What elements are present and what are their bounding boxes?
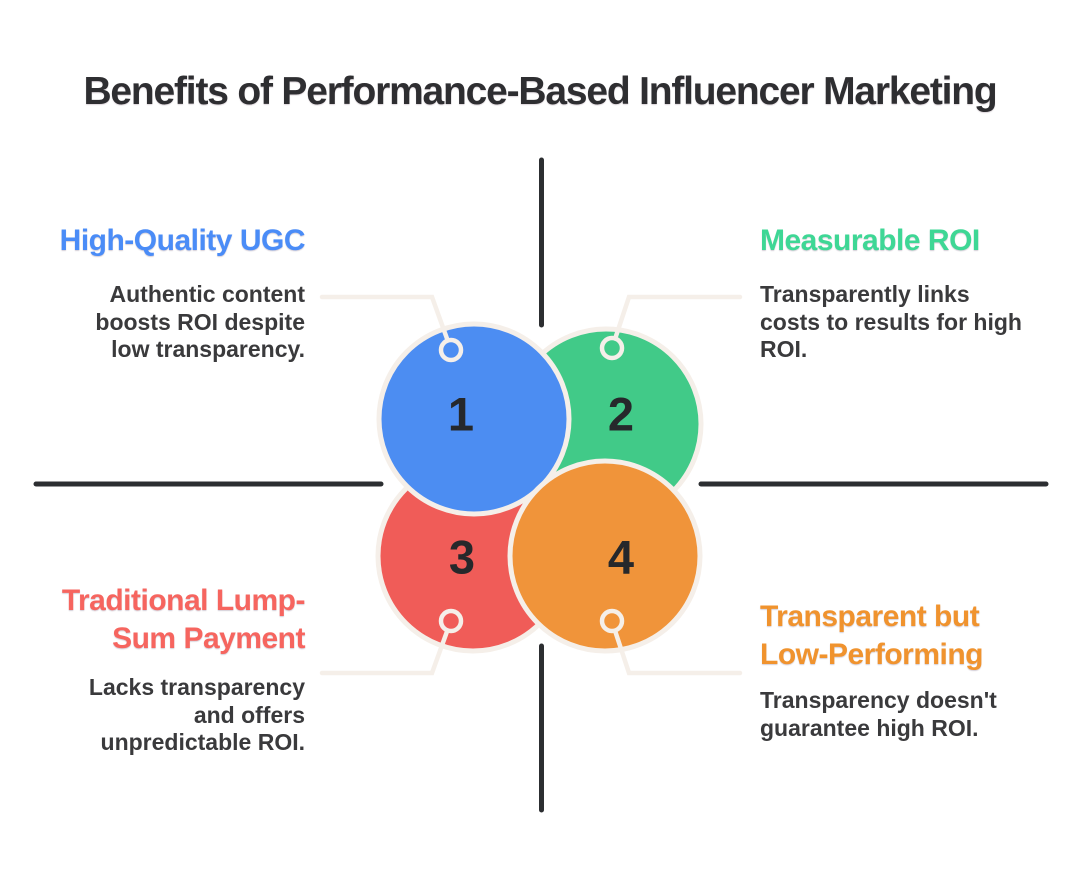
connector-line-2 — [612, 294, 743, 341]
connector-line-3 — [319, 628, 450, 676]
quadrant-3-description: Lacks transparency and offers unpredicta… — [88, 674, 305, 755]
circle-number-4: 4 — [607, 530, 635, 584]
connector-ring-2 — [599, 335, 625, 361]
quadrant-4-heading: Transparent but Low-Performing — [760, 600, 984, 671]
circle-number-1: 1 — [447, 387, 475, 441]
connector-ring-1 — [438, 337, 464, 363]
quadrant-1-description: Authentic content boosts ROI despite low… — [95, 281, 305, 362]
circle-4-low-performing — [507, 458, 703, 654]
connector-ring-3 — [438, 608, 464, 634]
quadrant-1-heading: High-Quality UGC — [59, 224, 306, 257]
circle-number-3: 3 — [448, 530, 476, 584]
connector-line-1 — [319, 294, 450, 343]
circle-number-2: 2 — [607, 387, 635, 441]
connector-line-4 — [612, 628, 743, 676]
quadrant-2-description: Transparently links costs to results for… — [760, 281, 1022, 362]
quadrant-2-heading: Measurable ROI — [760, 224, 980, 257]
page-title: Benefits of Performance-Based Influencer… — [83, 70, 997, 113]
circle-1-ugc — [376, 321, 572, 517]
connector-ring-4 — [599, 608, 625, 634]
quadrant-3-heading: Traditional Lump-Sum Payment — [61, 584, 306, 655]
quadrant-4-description: Transparency doesn't guarantee high ROI. — [760, 687, 997, 741]
